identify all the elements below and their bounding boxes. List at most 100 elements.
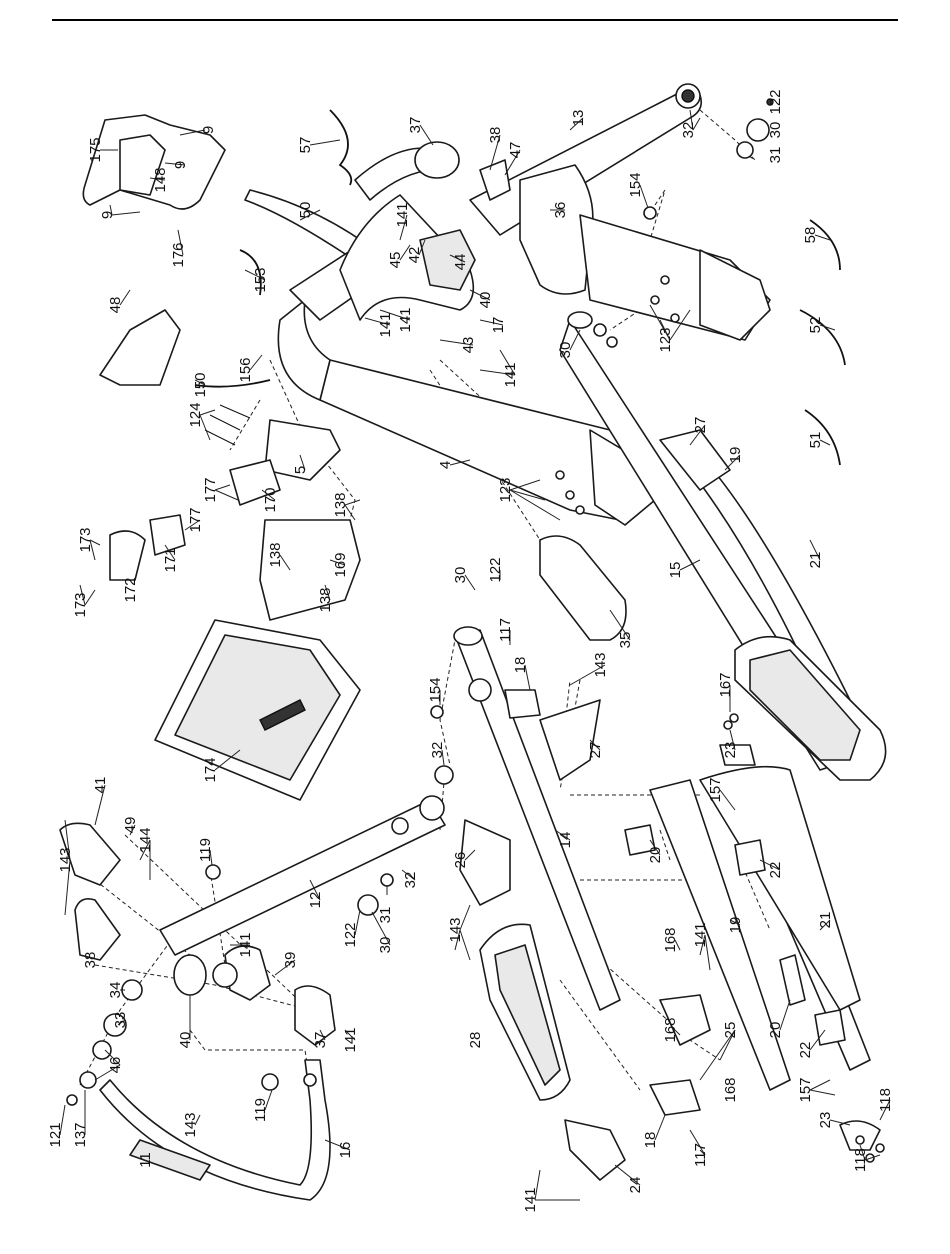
part-label: 35 <box>617 632 634 649</box>
part-label: 23 <box>817 1112 834 1129</box>
part-label: 18 <box>512 657 529 674</box>
part-label: 18 <box>642 1132 659 1149</box>
part-label: 20 <box>647 847 664 864</box>
part-label: 119 <box>197 838 214 862</box>
part-label: 174 <box>202 757 219 782</box>
part-label: 37 <box>312 1032 329 1049</box>
part-label: 34 <box>107 982 124 999</box>
part-label: 141 <box>692 922 709 947</box>
part-label: 24 <box>627 1177 644 1194</box>
part-label: 141 <box>502 362 519 387</box>
part-label: 157 <box>707 777 724 802</box>
part-label: 153 <box>252 267 269 292</box>
part-label: 118 <box>877 1088 894 1112</box>
part-label: 39 <box>282 952 299 969</box>
part-label: 141 <box>522 1187 539 1212</box>
hardware <box>66 98 885 1163</box>
part-label: 177 <box>202 477 219 502</box>
part-label: 57 <box>297 137 314 154</box>
part-label: 122 <box>342 922 359 947</box>
part-label: 170 <box>262 487 279 512</box>
part-label: 15 <box>667 562 684 579</box>
part-label: 22 <box>767 862 784 879</box>
part-label: 117 <box>497 618 514 642</box>
part-label: 168 <box>662 1017 679 1042</box>
part-label: 31 <box>377 907 394 924</box>
part-label: 50 <box>297 202 314 219</box>
part-label: 41 <box>92 777 109 794</box>
part-label: 141 <box>237 932 254 957</box>
part-label: 30 <box>767 122 784 139</box>
part-label: 9 <box>200 126 217 134</box>
part-label: 138 <box>332 492 349 517</box>
header-rule <box>52 19 898 21</box>
console-parts <box>82 114 361 801</box>
part-label: 42 <box>406 247 423 264</box>
part-label: 176 <box>170 242 187 267</box>
part-label: 30 <box>452 567 469 584</box>
cables <box>239 109 846 466</box>
part-label: 5 <box>292 466 309 474</box>
part-label: 48 <box>107 297 124 314</box>
part-label: 143 <box>182 1112 199 1137</box>
part-label: 141 <box>397 307 414 332</box>
part-label: 175 <box>87 137 104 162</box>
part-label: 168 <box>662 927 679 952</box>
part-label: 21 <box>817 912 834 929</box>
part-label: 138 <box>317 587 334 612</box>
part-label: 143 <box>57 847 74 872</box>
part-label: 40 <box>477 292 494 309</box>
part-label: 13 <box>570 110 587 127</box>
part-label: 20 <box>767 1022 784 1039</box>
part-label: 40 <box>177 1032 194 1049</box>
part-label: 173 <box>77 527 94 552</box>
part-label: 4 <box>437 461 454 469</box>
part-label: 117 <box>692 1143 709 1167</box>
part-label: 32 <box>680 122 697 139</box>
part-label: 27 <box>692 417 709 434</box>
part-label: 27 <box>587 742 604 759</box>
part-label: 122 <box>487 557 504 582</box>
part-label: 143 <box>447 917 464 942</box>
part-label: 141 <box>377 312 394 337</box>
part-label: 37 <box>407 117 424 134</box>
part-label: 121 <box>47 1122 64 1147</box>
part-label: 38 <box>82 952 99 969</box>
part-label: 141 <box>342 1027 359 1052</box>
part-label: 144 <box>137 827 154 852</box>
part-label: 52 <box>807 317 824 334</box>
part-label: 28 <box>467 1032 484 1049</box>
part-label: 45 <box>387 252 404 269</box>
part-label: 25 <box>722 1022 739 1039</box>
part-label: 150 <box>192 372 209 397</box>
part-label: 23 <box>722 742 739 759</box>
part-label: 138 <box>267 542 284 567</box>
part-label: 21 <box>807 552 824 569</box>
part-label: 154 <box>627 172 644 197</box>
part-label: 22 <box>797 1042 814 1059</box>
part-label: 58 <box>802 227 819 244</box>
part-label: 9 <box>172 161 189 169</box>
part-label: 11 <box>137 1152 154 1168</box>
part-label: 171 <box>162 547 179 572</box>
part-label: 168 <box>722 1077 739 1102</box>
part-label: 31 <box>767 147 784 164</box>
part-label: 19 <box>727 917 744 934</box>
part-label: 12 <box>307 892 324 909</box>
frame-parts <box>59 83 887 1201</box>
part-label: 148 <box>152 167 169 192</box>
part-label: 172 <box>122 577 139 602</box>
part-label: 157 <box>797 1077 814 1102</box>
part-label: 19 <box>727 447 744 464</box>
part-label: 30 <box>377 937 394 954</box>
part-label: 32 <box>429 742 446 759</box>
part-label: 47 <box>507 142 524 159</box>
part-label: 123 <box>657 327 674 352</box>
part-label: 154 <box>427 677 444 702</box>
part-label: 32 <box>402 872 419 889</box>
part-label: 51 <box>807 432 824 449</box>
part-label: 119 <box>252 1098 269 1122</box>
part-label: 49 <box>122 817 139 834</box>
